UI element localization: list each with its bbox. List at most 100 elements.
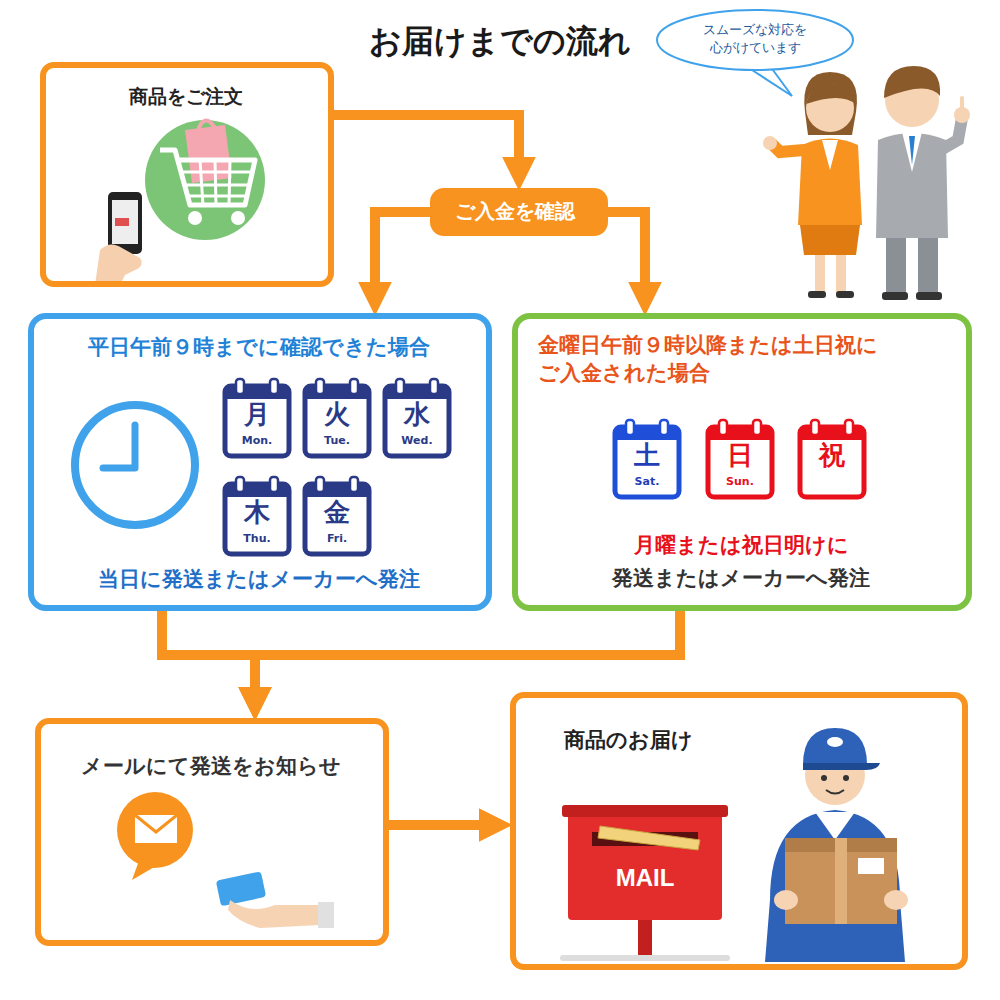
- day-abbrev: Tue.: [302, 435, 372, 446]
- day-abbrev: Sun.: [705, 476, 775, 487]
- mailbox: [562, 805, 728, 817]
- calendar-ring: [316, 477, 324, 492]
- calendar-ring: [350, 379, 358, 394]
- staff-woman: [808, 291, 826, 298]
- calendar-ring: [660, 420, 668, 435]
- mailbox: [560, 805, 730, 961]
- calendar-day: 木Thu.: [222, 475, 300, 557]
- day-character: 木: [222, 499, 292, 525]
- day-abbrev: Sat.: [612, 476, 682, 487]
- calendar-header: [615, 427, 679, 440]
- calendar-day: 日Sun.: [705, 418, 783, 500]
- calendar-ring: [430, 379, 438, 394]
- mail-icon: [117, 792, 193, 868]
- calendar-header: [800, 427, 864, 440]
- phone-hand: [95, 192, 142, 285]
- staff-woman: [800, 225, 860, 255]
- shopping-icon: [185, 125, 232, 183]
- day-character: 金: [302, 499, 372, 525]
- phone-hand: [216, 871, 266, 906]
- calendar-ring: [350, 477, 358, 492]
- decision-pill: ご入金を確認: [430, 188, 608, 236]
- calendar-ring: [719, 420, 727, 435]
- process-box: メールにて発送をお知らせ: [35, 718, 389, 946]
- mailbox: [568, 812, 722, 920]
- shopping-icon: [182, 160, 250, 205]
- node-heading: 商品のお届け: [564, 726, 864, 754]
- shopping-icon: [145, 120, 265, 240]
- staff-man: [876, 66, 970, 300]
- calendar-ring: [316, 379, 324, 394]
- diagram-title: お届けまでの流れ: [0, 20, 1000, 64]
- staff-man: [882, 292, 908, 300]
- node-heading: スムーズな対応を 心がけています: [685, 21, 825, 56]
- mailbox: [598, 826, 700, 850]
- condition-box: 金曜日午前９時以降または土日祝に ご入金された場合月曜または祝日明けに発送または…: [512, 313, 972, 611]
- staff-man: [916, 292, 942, 300]
- flow-arrow: [608, 212, 645, 293]
- delivery-man: [843, 775, 849, 781]
- day-character: 水: [382, 401, 452, 427]
- delivery-man: [821, 775, 827, 781]
- delivery-man: [835, 838, 847, 924]
- node-heading: 商品をご注文: [46, 84, 326, 110]
- mail-icon: [135, 815, 177, 843]
- mail-icon: [135, 815, 177, 832]
- calendar-day: 祝: [797, 418, 875, 500]
- calendar-day: 月Mon.: [222, 377, 300, 459]
- calendar-day: 水 Wed.: [382, 377, 460, 459]
- delivery-man: [803, 763, 880, 770]
- calendar-day: 金 Fri.: [302, 475, 380, 557]
- shopping-icon: [198, 120, 215, 130]
- node-heading: 金曜日午前９時以降または土日祝に ご入金された場合: [538, 331, 958, 388]
- delivery-man: [765, 728, 908, 962]
- day-character: 祝: [797, 442, 867, 468]
- flow-arrow: [389, 820, 490, 830]
- phone-hand: [228, 900, 320, 928]
- staff-woman: [763, 72, 862, 298]
- staff-woman: [836, 255, 846, 293]
- phone-hand: [95, 244, 142, 285]
- staff-woman: [836, 291, 854, 298]
- delivery-man: [785, 838, 897, 924]
- calendar-ring: [270, 477, 278, 492]
- staff-man: [960, 96, 964, 110]
- delivery-man: [827, 737, 843, 747]
- staff-man: [902, 132, 922, 172]
- mail-icon: [132, 858, 156, 880]
- day-abbrev: Fri.: [302, 533, 372, 544]
- calendar-ring: [845, 420, 853, 435]
- node-heading: ご入金を確認: [430, 198, 600, 225]
- shopping-icon: [160, 150, 255, 205]
- staff-man: [909, 136, 915, 165]
- calendar-ring: [753, 420, 761, 435]
- day-abbrev: Wed.: [382, 435, 452, 446]
- mailbox: [638, 918, 652, 960]
- calendar-ring: [811, 420, 819, 435]
- calendar-header: [385, 386, 449, 399]
- staff-woman: [763, 136, 777, 150]
- calendar-ring: [626, 420, 634, 435]
- condition-box: 平日午前９時までに確認できた場合当日に発送またはメーカーへ発注月Mon.火Tue…: [28, 313, 492, 611]
- mailbox: [560, 955, 730, 961]
- shopping-icon: [188, 211, 202, 225]
- calendar-day: 火Tue.: [302, 377, 380, 459]
- phone-hand: [112, 200, 138, 244]
- calendar-header: [305, 386, 369, 399]
- staff-woman: [815, 255, 825, 293]
- node-heading: 平日午前９時までに確認できた場合: [34, 333, 484, 361]
- phone-hand: [318, 902, 334, 928]
- calendar-ring: [236, 379, 244, 394]
- staff-man: [876, 133, 948, 238]
- clock-icon: [75, 405, 195, 525]
- delivery-man: [826, 790, 844, 794]
- node-body: 発送またはメーカーへ発注: [518, 564, 964, 592]
- shopping-icon: [145, 120, 265, 240]
- calendar-header: [708, 427, 772, 440]
- calendar-day: 土Sat.: [612, 418, 690, 500]
- flow-arrow: [375, 212, 430, 293]
- day-abbrev: Mon.: [222, 435, 292, 446]
- clock-icon: [103, 425, 135, 468]
